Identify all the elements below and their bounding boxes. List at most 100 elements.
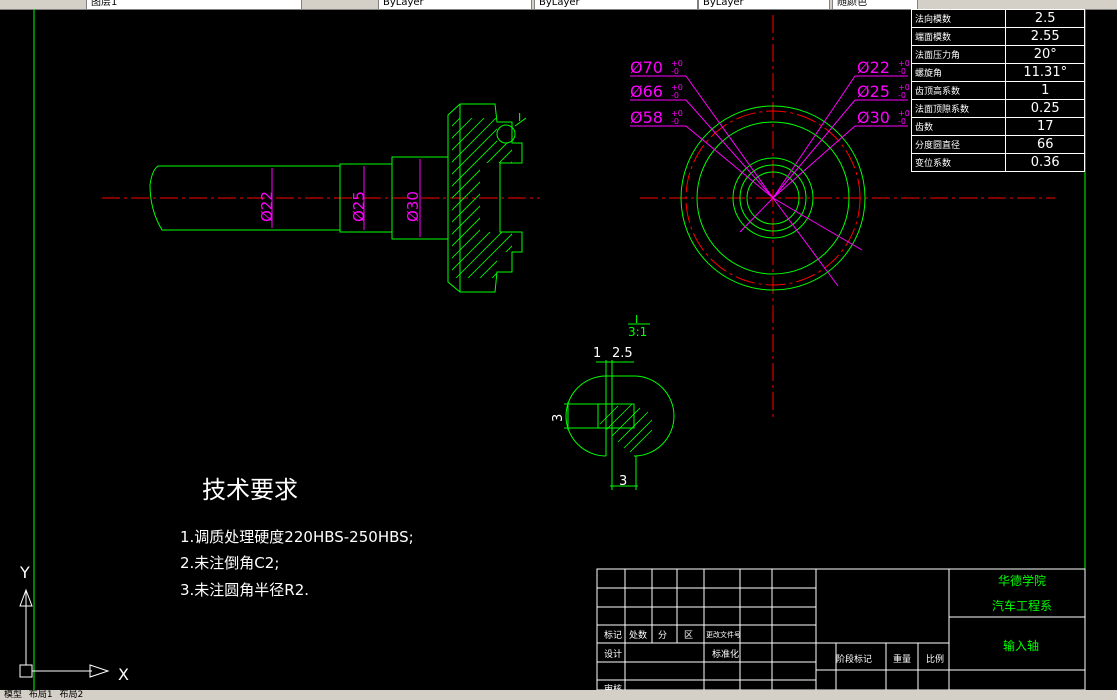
department-name: 汽车工程系 [992, 598, 1052, 613]
tab-model[interactable]: 模型 [4, 690, 23, 700]
end-view-leaders [630, 75, 908, 287]
detail-view [564, 360, 675, 490]
shaft-side-view [149, 103, 523, 293]
dim-3-horizontal: 3 [619, 474, 627, 489]
dim-d30-right: Ø30 [857, 108, 890, 127]
spec-label: 法向模数 [910, 9, 1007, 28]
drawing-canvas[interactable]: I Ø22 Ø25 Ø30 Ø70 Ø66 Ø58 Ø22 Ø25 Ø30 +0… [0, 9, 1117, 690]
svg-text:-0: -0 [671, 67, 679, 76]
make-current-icon[interactable] [318, 0, 330, 8]
hatch-pattern [452, 118, 512, 278]
tolerance-labels: +0-0 +0-0 +0-0 +0-0 +0-0 +0-0 [671, 59, 910, 126]
color-combo[interactable]: ByLayer [378, 0, 532, 9]
linetype-combo[interactable]: ByLayer [534, 0, 698, 9]
part-name: 输入轴 [1003, 638, 1039, 653]
dim-2-5: 2.5 [612, 346, 633, 361]
gear-end-view [680, 105, 866, 291]
detail-scale: 3:1 [628, 325, 647, 339]
dim-d25: Ø25 [350, 191, 368, 222]
svg-text:-0: -0 [898, 91, 906, 100]
tech-requirement-1: 1.调质处理硬度220HBS-250HBS; [180, 528, 414, 546]
spec-value: 0.25 [1005, 99, 1085, 118]
tech-requirements-title: 技术要求 [202, 476, 298, 504]
spec-value: 1 [1005, 81, 1085, 100]
svg-text:-0: -0 [671, 91, 679, 100]
layout-tabs: 模型 布局1 布局2 [0, 690, 1117, 700]
spec-value: 66 [1005, 135, 1085, 154]
dim-d70: Ø70 [630, 58, 663, 77]
dim-3-vertical: 3 [551, 414, 566, 422]
layer-previous-icon[interactable] [340, 0, 352, 8]
svg-text:处数: 处数 [629, 629, 647, 641]
svg-text:-0: -0 [898, 67, 906, 76]
spec-value: 20° [1005, 45, 1085, 64]
svg-text:标记: 标记 [604, 629, 622, 641]
ucs-y-label: Y [19, 563, 30, 582]
dim-d30: Ø30 [404, 191, 422, 222]
title-block-labels: 标记 处数 分 区 更改文件号 设计 标准化 审核 阶段标记 重量 比例 [604, 629, 944, 690]
spec-value: 11.31° [1005, 63, 1085, 82]
spec-value: 2.55 [1005, 27, 1085, 46]
spec-label: 法面压力角 [910, 45, 1007, 64]
svg-text:重量: 重量 [893, 653, 911, 665]
dim-d22-right: Ø22 [857, 58, 890, 77]
svg-text:比例: 比例 [926, 653, 944, 665]
svg-text:+0: +0 [671, 59, 683, 68]
svg-text:设计: 设计 [604, 648, 622, 660]
ucs-x-label: X [118, 665, 129, 684]
school-name: 华德学院 [998, 573, 1046, 588]
tech-requirement-3: 3.未注圆角半径R2. [180, 581, 310, 599]
spec-label: 法面顶隙系数 [910, 99, 1007, 118]
dim-d22: Ø22 [258, 191, 276, 222]
detail-marker [496, 117, 527, 144]
svg-text:+0: +0 [671, 109, 683, 118]
plotstyle-combo[interactable]: 随颜色 [832, 0, 918, 9]
svg-text:+0: +0 [898, 109, 910, 118]
svg-text:区: 区 [684, 630, 693, 641]
layer-combo[interactable]: 图层1 [86, 0, 302, 9]
spec-label: 变位系数 [910, 153, 1007, 172]
properties-toolbar: 图层1 ByLayer ByLayer ByLayer 随颜色 [0, 0, 1117, 10]
spec-label: 齿数 [910, 117, 1007, 136]
spec-label: 分度圆直径 [910, 135, 1007, 154]
detail-hatch [599, 403, 653, 453]
tab-layout1[interactable]: 布局1 [28, 690, 53, 700]
svg-text:阶段标记: 阶段标记 [836, 653, 872, 665]
dim-1: 1 [593, 346, 601, 361]
spec-label: 端面模数 [910, 27, 1007, 46]
detail-label: I [635, 313, 638, 326]
tab-layout2[interactable]: 布局2 [59, 690, 84, 700]
spec-label: 螺旋角 [910, 63, 1007, 82]
dim-d25-right: Ø25 [857, 82, 890, 101]
dim-d66: Ø66 [630, 82, 663, 101]
svg-text:更改文件号: 更改文件号 [706, 630, 741, 639]
center-lines [102, 15, 1055, 420]
svg-text:+0: +0 [898, 59, 910, 68]
title-block [596, 568, 1086, 690]
svg-text:-0: -0 [671, 117, 679, 126]
lineweight-combo[interactable]: ByLayer [698, 0, 830, 9]
spec-value: 0.36 [1005, 153, 1085, 172]
ucs-icon [19, 588, 110, 678]
svg-text:审核: 审核 [604, 683, 622, 690]
spec-label: 齿顶高系数 [910, 81, 1007, 100]
svg-text:分: 分 [658, 630, 667, 641]
dim-d58: Ø58 [630, 108, 663, 127]
svg-text:-0: -0 [898, 117, 906, 126]
svg-text:标准化: 标准化 [712, 648, 739, 660]
svg-text:+0: +0 [898, 83, 910, 92]
spec-value: 2.5 [1005, 9, 1085, 28]
layer-manager-icon[interactable] [2, 0, 14, 8]
tech-requirement-2: 2.未注倒角C2; [180, 554, 280, 572]
detail-marker-label: I [518, 111, 521, 124]
